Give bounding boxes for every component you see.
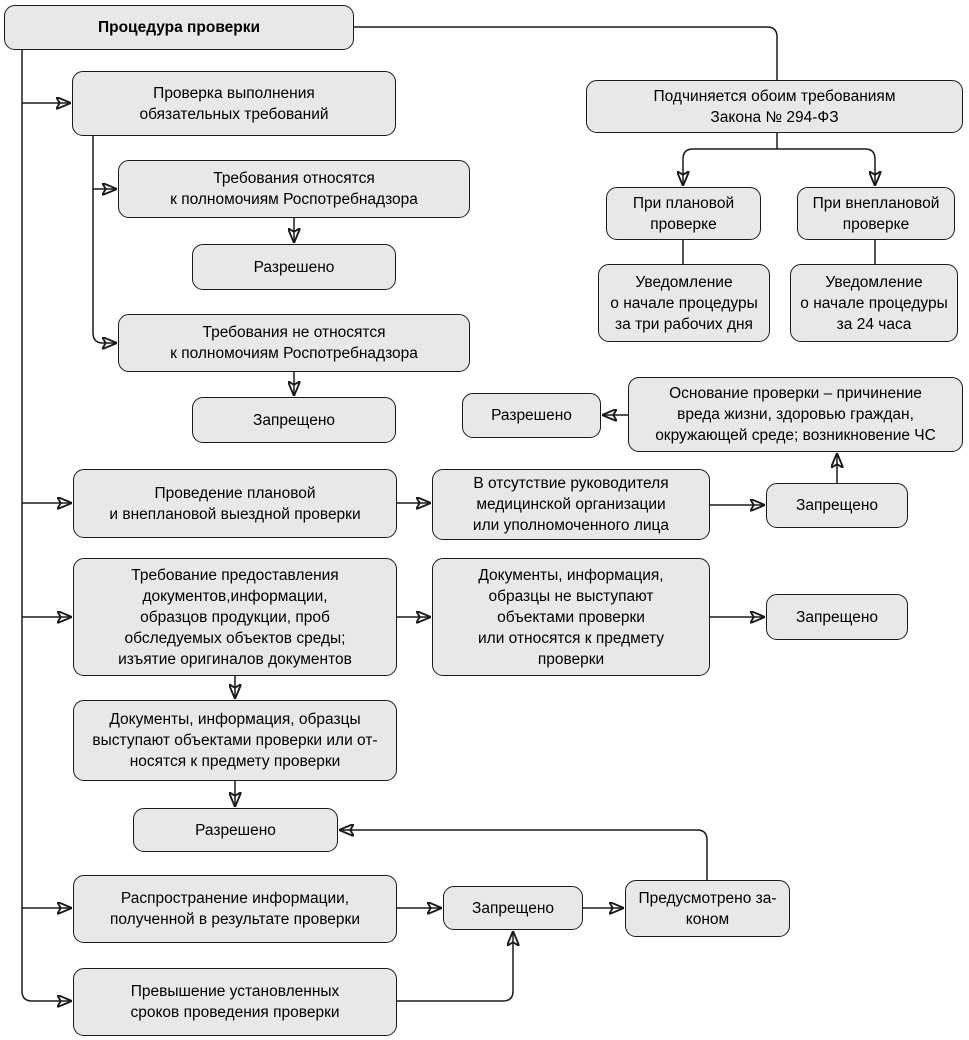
node-law-294: Подчиняется обоим требованиям Закона № 2… (586, 80, 963, 133)
connector-line (397, 931, 513, 1002)
node-absence-of-head: В отсутствие руководителя медицинской ор… (432, 469, 710, 540)
node-spread-information: Распространение информации, полученной в… (73, 875, 397, 943)
node-grounds-for-inspection: Основание проверки – причинение вреда жи… (628, 377, 963, 452)
node-request-documents: Требование предоставления документов,инф… (73, 558, 397, 676)
node-allowed-1: Разрешено (192, 244, 396, 290)
node-requirements-outside-authority: Требования не относятся к полномочиям Ро… (118, 314, 470, 372)
node-docs-are-objects: Документы, информация, образцы выступают… (73, 700, 397, 781)
connector-line (683, 148, 777, 186)
node-forbidden-4: Запрещено (443, 886, 583, 930)
node-forbidden-1: Запрещено (192, 397, 396, 443)
node-planned-inspection: При плановой проверке (606, 187, 761, 240)
node-provided-by-law: Предусмотрено за- коном (625, 880, 790, 937)
node-unplanned-inspection: При внеплановой проверке (797, 187, 955, 240)
connector-line (92, 136, 117, 343)
connector-line (21, 49, 72, 1001)
node-docs-not-objects: Документы, информация, образцы не выступ… (432, 558, 710, 676)
node-forbidden-3: Запрещено (766, 594, 908, 640)
connector-line (354, 26, 778, 80)
node-notice-three-days: Уведомление о начале процедуры за три ра… (598, 264, 770, 342)
connector-line (339, 830, 708, 880)
node-allowed-2: Разрешено (462, 393, 601, 438)
connector-line (777, 148, 875, 186)
node-exceed-terms: Превышение установленных сроков проведен… (73, 968, 397, 1036)
node-procedure-title: Процедура проверки (4, 5, 354, 50)
node-forbidden-2: Запрещено (766, 483, 908, 528)
node-requirements-within-authority: Требования относятся к полномочиям Роспо… (118, 160, 470, 218)
node-notice-24-hours: Уведомление о начале процедуры за 24 час… (790, 264, 958, 342)
node-allowed-3: Разрешено (133, 808, 338, 852)
node-onsite-inspection: Проведение плановой и внеплановой выездн… (73, 469, 397, 538)
node-compliance-check: Проверка выполнения обязательных требова… (72, 71, 396, 136)
